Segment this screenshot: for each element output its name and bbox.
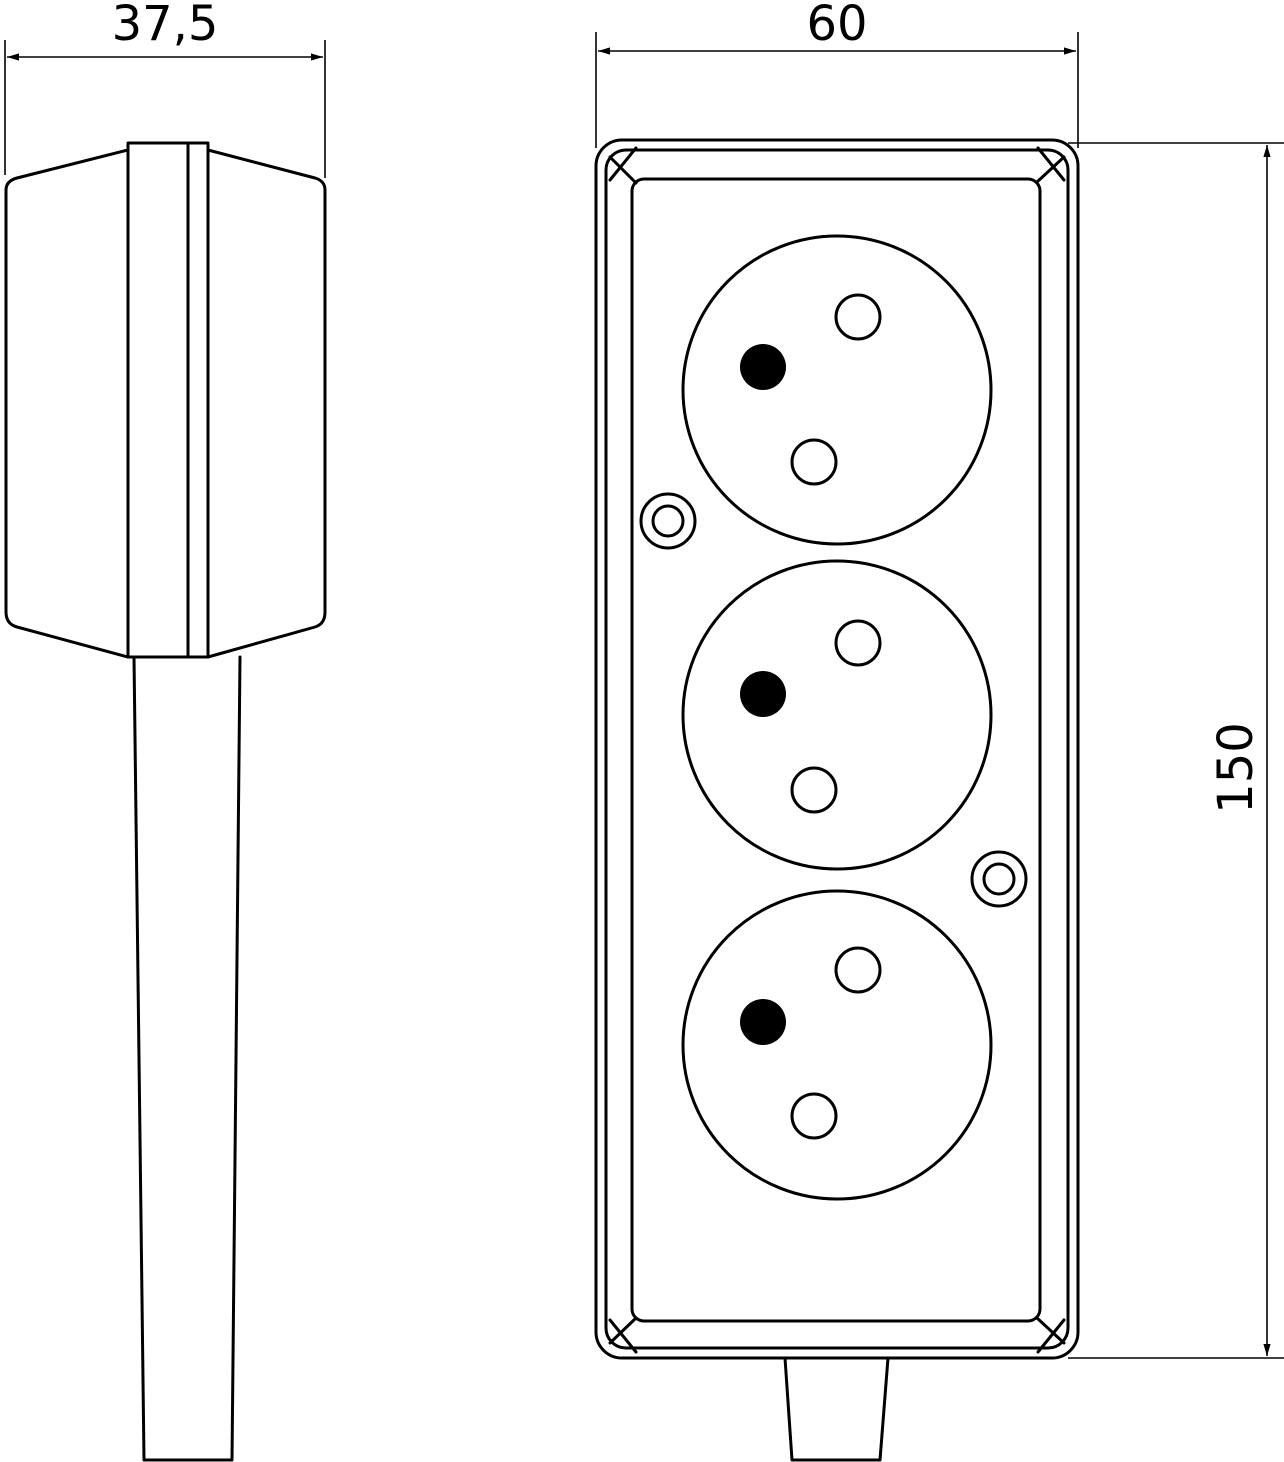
side-width-dimension: 37,5 — [4, 0, 326, 178]
side-cable-gland — [132, 655, 242, 1462]
front-cable-gland — [783, 1356, 890, 1462]
pin-hole-lower — [790, 766, 838, 814]
side-body-outline — [4, 148, 130, 659]
screw-upper-left — [639, 492, 697, 550]
side-width-label: 37,5 — [112, 0, 219, 52]
side-center-band — [126, 141, 210, 659]
earth-pin-icon — [740, 344, 786, 390]
socket-2[interactable] — [681, 559, 993, 871]
front-width-dimension: 60 — [595, 0, 1079, 148]
socket-3[interactable] — [681, 889, 993, 1201]
front-housing-outer — [594, 138, 1080, 1360]
height-dimension: 150 — [1068, 142, 1284, 1359]
side-view: 37,5 — [4, 0, 327, 1462]
screw-lower-right — [970, 850, 1028, 908]
pin-hole-upper — [834, 293, 882, 341]
screw-head-icon — [970, 850, 1028, 908]
socket-outline — [681, 889, 993, 1201]
front-width-label: 60 — [806, 0, 867, 52]
front-faceplate — [630, 177, 1042, 1323]
pin-hole-upper — [834, 946, 882, 994]
pin-hole-upper — [834, 619, 882, 667]
front-view: 60 150 — [594, 0, 1284, 1462]
screw-head-icon — [639, 492, 697, 550]
pin-hole-lower — [790, 438, 838, 486]
front-housing-bevel — [604, 148, 1070, 1350]
socket-1[interactable] — [681, 234, 993, 546]
pin-hole-lower — [790, 1092, 838, 1140]
socket-outline — [681, 234, 993, 546]
height-label: 150 — [1208, 722, 1264, 814]
earth-pin-icon — [740, 999, 786, 1045]
earth-pin-icon — [740, 671, 786, 717]
socket-outline — [681, 559, 993, 871]
